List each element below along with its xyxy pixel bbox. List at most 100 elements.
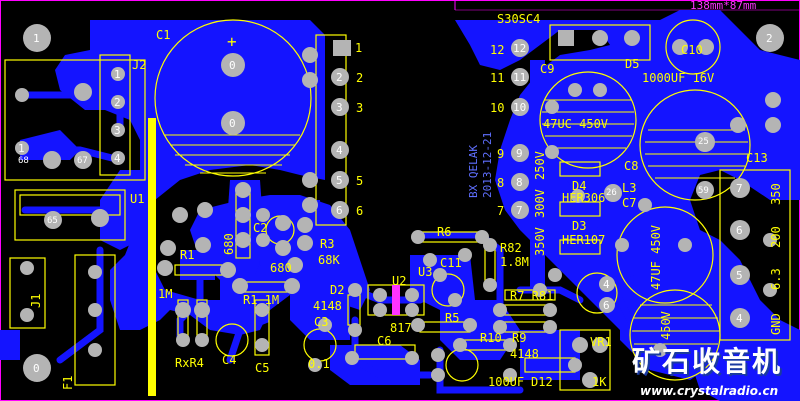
label-u1: U1 <box>130 192 145 206</box>
pad-num-tb-7: 7 <box>736 182 743 195</box>
pin-label-5: 5 <box>356 174 364 188</box>
pad-num-hdr-6: 6 <box>336 204 343 217</box>
label-c10: C10 <box>681 43 703 57</box>
pin-label-11: 11 <box>490 71 505 85</box>
label-c4: C4 <box>222 353 237 367</box>
pin-label-12: 12 <box>490 43 505 57</box>
pad-num-c1-b: 0 <box>229 117 236 130</box>
label-d2: D2 <box>330 283 345 297</box>
label-r6: R6 <box>437 225 452 239</box>
label-s30sc4: S30SC4 <box>497 12 541 26</box>
label-r82: R82 <box>500 241 522 255</box>
label-c1-plus: + <box>227 32 237 51</box>
pad-num-r-10: 10 <box>513 101 527 114</box>
label-j1: J1 <box>29 293 43 308</box>
pad-num-t1-67: 67 <box>77 156 88 166</box>
label-r5: R5 <box>445 311 460 325</box>
u1-outline <box>14 189 126 241</box>
j2-outline <box>99 54 131 176</box>
j1-outline <box>9 257 46 329</box>
label-250v: 250V <box>533 151 547 180</box>
pad-num-mount-bl: 0 <box>33 362 40 375</box>
pad-num-25: 25 <box>698 137 709 147</box>
pad-num-hdr-2: 2 <box>336 71 343 84</box>
pad-num-mount-tl: 1 <box>33 32 40 45</box>
label-r1a: R1 <box>180 248 195 262</box>
label-rxr4: RxR4 <box>175 356 204 370</box>
label-terminal-6-3: 6.3 <box>769 268 783 290</box>
label-4148b: 4148 <box>510 347 539 361</box>
pad-num-l3-6: 6 <box>603 299 610 312</box>
label-d4: D4 <box>572 179 587 193</box>
dimension-label: 138mm*87mm <box>690 0 757 12</box>
label-terminal-350: 350 <box>769 183 783 205</box>
label-680b: 680 <box>270 261 292 275</box>
label-rev-date: 2013-12-21 <box>481 131 494 198</box>
pad-num-26: 26 <box>606 188 617 198</box>
label-c9: C9 <box>540 62 555 76</box>
pad-num-59: 59 <box>698 186 709 196</box>
heatsink-bar <box>148 118 156 396</box>
label-l3: L3 <box>622 181 637 195</box>
label-680a: 680 <box>222 233 236 255</box>
jumper-link <box>392 285 400 315</box>
label-68k: 68K <box>318 253 340 267</box>
label-450v: 450V <box>659 311 673 340</box>
label-c2: C2 <box>253 221 268 235</box>
pad-num-r-11: 11 <box>513 71 527 84</box>
pad-num-j2-2: 2 <box>114 96 121 109</box>
pad-num-u1-65: 65 <box>47 216 58 226</box>
pin-label-2: 2 <box>356 71 364 85</box>
pin-label-3: 3 <box>356 101 364 115</box>
label-u3: U3 <box>418 265 433 279</box>
label-j2: J2 <box>132 58 147 72</box>
watermark-logo: 矿石收音机 <box>632 345 783 378</box>
t1-outline <box>4 59 146 181</box>
label-terminal-200: 200 <box>769 226 783 248</box>
label-her107: HER107 <box>562 233 606 247</box>
label-d12: D12 <box>531 375 553 389</box>
pad-num-c1-a: 0 <box>229 59 236 72</box>
label-r1b: R1 1M <box>243 293 280 307</box>
label-r82-value: 1.8M <box>500 255 529 269</box>
label-terminal-gnd: GND <box>769 313 783 335</box>
label-her306: HER306 <box>562 191 606 205</box>
label-r7-r81: R7 R81 <box>510 289 554 303</box>
pad-num-r-9: 9 <box>516 147 523 160</box>
label-rev-text: BX QELAK <box>467 145 480 198</box>
pin-label-9: 9 <box>497 147 505 161</box>
label-r10: R10 <box>480 331 502 345</box>
pad-num-t1-68: 68 <box>18 156 29 166</box>
pad-num-tb-5: 5 <box>736 269 743 282</box>
pad-num-tb-4: 4 <box>736 312 743 325</box>
c1-hatch <box>165 134 300 174</box>
label-u2: U2 <box>392 274 407 288</box>
pads <box>15 24 784 388</box>
f1-outline <box>74 254 116 386</box>
pad-num-l3-4: 4 <box>603 278 610 291</box>
label-c11: C11 <box>440 256 462 270</box>
pad-num-tb-6: 6 <box>736 224 743 237</box>
label-100uf: 100UF <box>488 375 525 389</box>
pad-num-j2-1: 1 <box>114 68 121 81</box>
pin-label-8: 8 <box>497 176 505 190</box>
pad-num-j2-4: 4 <box>114 152 121 165</box>
label-c5: C5 <box>255 361 270 375</box>
pad-num-hdr-4: 4 <box>336 144 343 157</box>
label-c13: C13 <box>746 151 768 165</box>
label-c10-value: 1000UF 16V <box>642 71 715 85</box>
pin-label-10: 10 <box>490 101 505 115</box>
pin-label-6: 6 <box>356 204 364 218</box>
label-r9: R9 <box>512 331 527 345</box>
pad-num-hdr-3: 3 <box>336 101 343 114</box>
label-r1-value: 1M <box>158 287 173 301</box>
pin-label-1: 1 <box>355 41 363 55</box>
label-c6: C6 <box>377 334 392 348</box>
c1-outline <box>154 19 312 177</box>
pin-label-7: 7 <box>497 204 505 218</box>
pad-num-r-7: 7 <box>516 204 523 217</box>
pad-num-mount-tr: 2 <box>766 32 773 45</box>
label-r3: R3 <box>320 237 335 251</box>
